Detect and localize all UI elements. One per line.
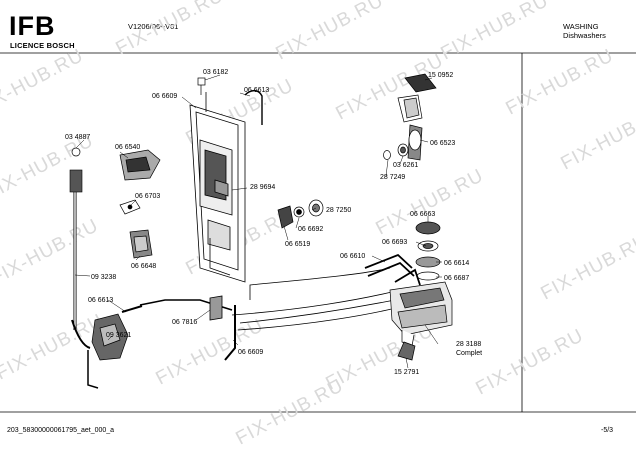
watermark-text: FIX-HUB.RU — [557, 100, 636, 174]
label-066613-top: 06 6613 — [244, 87, 269, 94]
category-label: WASHING — [563, 22, 599, 31]
label-036261: 03 6261 — [393, 162, 418, 169]
label-066610: 06 6610 — [340, 253, 365, 260]
label-066703: 06 6703 — [135, 193, 160, 200]
watermark-text: FIX-HUB.RU — [537, 230, 636, 304]
leader-lines — [74, 74, 442, 369]
watermark-text: FIX-HUB.RU — [0, 310, 107, 384]
brand-logo: IFB — [9, 11, 56, 41]
screw-036182 — [197, 77, 206, 95]
label-287250: 28 7250 — [326, 207, 351, 214]
watermark-text: FIX-HUB.RU — [0, 215, 102, 289]
watermark-text: FIX-HUB.RU — [272, 0, 387, 64]
label-066523: 06 6523 — [430, 140, 455, 147]
label-066692: 06 6692 — [298, 226, 323, 233]
tube-set — [139, 267, 409, 361]
label-066693: 06 6693 — [382, 239, 407, 246]
label-036182: 03 6182 — [203, 69, 228, 76]
document-id: 203_58300000061795_aet_000_a — [7, 427, 115, 434]
hose-093238 — [69, 147, 91, 349]
watermark-text: FIX-HUB.RU — [112, 0, 227, 59]
label-066519: 06 6519 — [285, 241, 310, 248]
part-labels: 03 6182 06 6609 06 6613 03 4887 06 6540 … — [65, 69, 482, 376]
label-066540: 06 6540 — [115, 144, 140, 151]
label-066609-top: 06 6609 — [152, 93, 177, 100]
label-093238: 09 3238 — [91, 274, 116, 281]
label-150952: 15 0952 — [428, 72, 453, 79]
label-066613-bottom: 06 6613 — [88, 297, 113, 304]
label-287249: 28 7249 — [380, 174, 405, 181]
lever-066523 — [407, 124, 423, 161]
label-283188: 28 3188 — [456, 341, 481, 348]
brand-subtitle: LICENCE BOSCH — [10, 41, 75, 50]
flap-150952 — [397, 73, 437, 123]
subcategory-label: Dishwashers — [563, 31, 606, 40]
label-066687: 06 6687 — [444, 275, 469, 282]
label-034887: 03 4887 — [65, 134, 90, 141]
hoses-066610 — [364, 253, 421, 286]
clip-066703 — [119, 199, 141, 215]
watermark-text: FIX-HUB.RU — [0, 45, 87, 119]
page-number: -5/3 — [601, 427, 614, 434]
label-066663: 06 6663 — [410, 211, 435, 218]
model-number: V1206/06--V01 — [128, 22, 179, 31]
valve-093621 — [87, 305, 143, 389]
fitting-066519 — [277, 205, 305, 229]
label-066609-bottom: 06 6609 — [238, 349, 263, 356]
label-067816: 06 7816 — [172, 319, 197, 326]
watermark-text: FIX-HUB.RU — [472, 325, 587, 399]
pump-stack — [389, 221, 453, 361]
label-066648: 06 6648 — [131, 263, 156, 270]
label-complet: Complet — [456, 350, 482, 357]
watermark-text: FIX-HUB.RU — [502, 45, 617, 119]
label-066614: 06 6614 — [444, 260, 469, 267]
panel-assembly — [189, 89, 263, 283]
bracket-066648 — [129, 229, 153, 259]
label-289694: 28 9694 — [250, 184, 275, 191]
label-093621: 09 3621 — [106, 332, 131, 339]
watermark-text: FIX-HUB.RU — [437, 0, 552, 64]
seal-036261 — [383, 143, 409, 160]
switch-066540 — [119, 149, 161, 181]
label-152791: 15 2791 — [394, 369, 419, 376]
